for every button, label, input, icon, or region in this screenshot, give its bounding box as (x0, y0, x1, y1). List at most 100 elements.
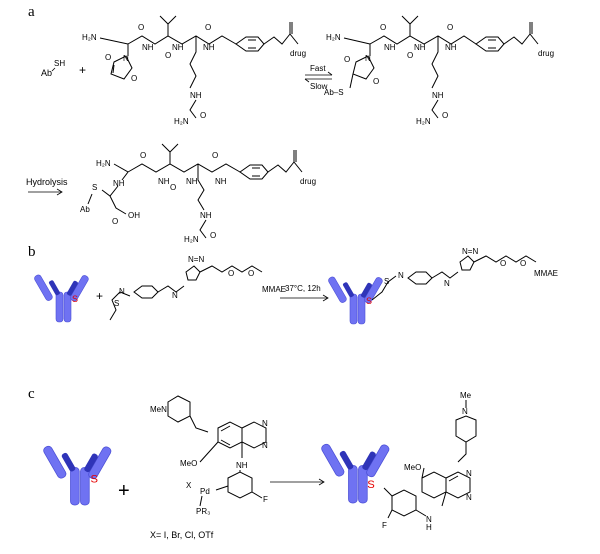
svg-text:O: O (131, 74, 137, 83)
svg-text:NH: NH (445, 43, 457, 52)
svg-text:O: O (344, 55, 350, 64)
svg-text:N: N (444, 279, 450, 288)
svg-text:NH: NH (203, 43, 215, 52)
svg-text:N: N (462, 407, 468, 416)
plus-b: + (96, 289, 103, 303)
svg-text:H₂N: H₂N (416, 117, 431, 126)
svg-text:N: N (398, 271, 404, 280)
svg-text:O: O (228, 269, 234, 278)
svg-text:N: N (466, 493, 472, 502)
svg-text:N: N (172, 291, 178, 300)
svg-text:S: S (384, 277, 389, 286)
svg-text:S: S (92, 183, 97, 192)
svg-text:MeO: MeO (404, 463, 421, 472)
svg-text:S: S (114, 299, 119, 308)
ab-text: Ab (41, 68, 52, 78)
reaction-arrow-b: 37°C, 12h (280, 284, 329, 302)
svg-text:O: O (500, 259, 506, 268)
svg-text:Ab: Ab (80, 205, 90, 214)
svg-text:N: N (262, 441, 268, 450)
panel-a-label: a (28, 4, 35, 20)
svg-text:F: F (263, 495, 268, 504)
condition-text: 37°C, 12h (285, 284, 321, 293)
reaction-arrow-c (270, 478, 325, 486)
sulfonamide-linker: S N N N=N O O MMAE (109, 255, 286, 321)
svg-text:drug: drug (300, 177, 316, 186)
svg-text:O: O (200, 111, 206, 120)
svg-text:S: S (367, 479, 375, 491)
x-definition: X= I, Br, Cl, OTf (150, 530, 214, 540)
svg-text:O: O (442, 111, 448, 120)
sh-text: SH (54, 59, 65, 68)
hydrolysis-label: Hydrolysis (26, 177, 68, 187)
thiosuccinimide-conjugate: O O N Ab–S H₂N NH NH NH O O O NH H₂N O d… (324, 15, 554, 126)
svg-text:NH: NH (142, 43, 154, 52)
svg-text:H₂N: H₂N (184, 235, 199, 244)
svg-text:N: N (426, 515, 432, 524)
svg-text:NH: NH (172, 43, 184, 52)
svg-text:NH: NH (200, 211, 212, 220)
svg-text:H₂N: H₂N (326, 33, 341, 42)
svg-text:MMAE: MMAE (534, 269, 558, 278)
antibody-icon: S (321, 443, 390, 504)
svg-text:O: O (380, 23, 386, 32)
svg-text:O: O (140, 151, 146, 160)
antibody-thiol: Ab SH (41, 59, 65, 78)
svg-text:S: S (366, 296, 372, 306)
svg-text:F: F (382, 521, 387, 530)
svg-text:NH: NH (186, 177, 198, 186)
svg-text:O: O (105, 53, 111, 62)
svg-text:MeO: MeO (180, 459, 197, 468)
svg-text:PR₃: PR₃ (196, 507, 210, 516)
hydrolysis-step: Hydrolysis (26, 177, 68, 196)
hydrolyzed-conjugate: H₂N NH O NH NH NH O O S Ab OH O NH H₂N O… (80, 143, 316, 244)
svg-text:Slow: Slow (310, 82, 328, 91)
svg-text:NH: NH (113, 179, 125, 188)
svg-text:O: O (373, 77, 379, 86)
antibody-icon: S (328, 276, 383, 325)
svg-text:NH: NH (432, 91, 444, 100)
svg-text:N=N: N=N (462, 247, 478, 256)
svg-text:O: O (212, 151, 218, 160)
svg-text:OH: OH (128, 211, 140, 220)
svg-text:N: N (119, 287, 125, 296)
svg-text:X: X (186, 481, 192, 490)
svg-text:NH: NH (384, 43, 396, 52)
svg-text:NH: NH (414, 43, 426, 52)
maleimide-linker: O O N H₂N NH NH NH O O O NH H₂N O drug (82, 15, 306, 126)
panel-b-label: b (28, 244, 36, 260)
panel-c-label: c (28, 386, 35, 402)
svg-text:H: H (426, 523, 432, 532)
svg-text:Ab–S: Ab–S (324, 88, 344, 97)
palladium-complex: MeN N N MeO NH F Pd X PR₃ X= I, Br, Cl, … (150, 395, 268, 540)
conjugated-quinazoline: Me N N N MeO N H F (382, 391, 477, 532)
svg-text:MMAE: MMAE (262, 285, 286, 294)
svg-text:O: O (447, 23, 453, 32)
antibody-icon: S (43, 445, 112, 506)
plus-c: + (118, 480, 130, 502)
svg-text:NH: NH (215, 177, 227, 186)
svg-text:N: N (466, 469, 472, 478)
antibody-icon: S (34, 274, 89, 323)
svg-text:O: O (112, 217, 118, 226)
svg-text:S: S (91, 474, 99, 486)
svg-text:NH: NH (236, 461, 248, 470)
svg-text:O: O (205, 23, 211, 32)
svg-text:H₂N: H₂N (174, 117, 189, 126)
svg-text:N: N (262, 419, 268, 428)
conjugated-linker: S N N N=N O O MMAE (371, 247, 558, 301)
svg-text:O: O (165, 51, 171, 60)
svg-text:N=N: N=N (188, 255, 204, 264)
svg-text:NH: NH (158, 177, 170, 186)
svg-text:O: O (170, 183, 176, 192)
svg-text:MeN: MeN (150, 405, 167, 414)
svg-text:O: O (248, 269, 254, 278)
svg-text:drug: drug (290, 49, 306, 58)
svg-text:H₂N: H₂N (82, 33, 97, 42)
svg-text:O: O (407, 51, 413, 60)
svg-text:O: O (138, 23, 144, 32)
svg-text:N: N (123, 54, 129, 63)
svg-text:NH: NH (190, 91, 202, 100)
svg-text:O: O (210, 231, 216, 240)
